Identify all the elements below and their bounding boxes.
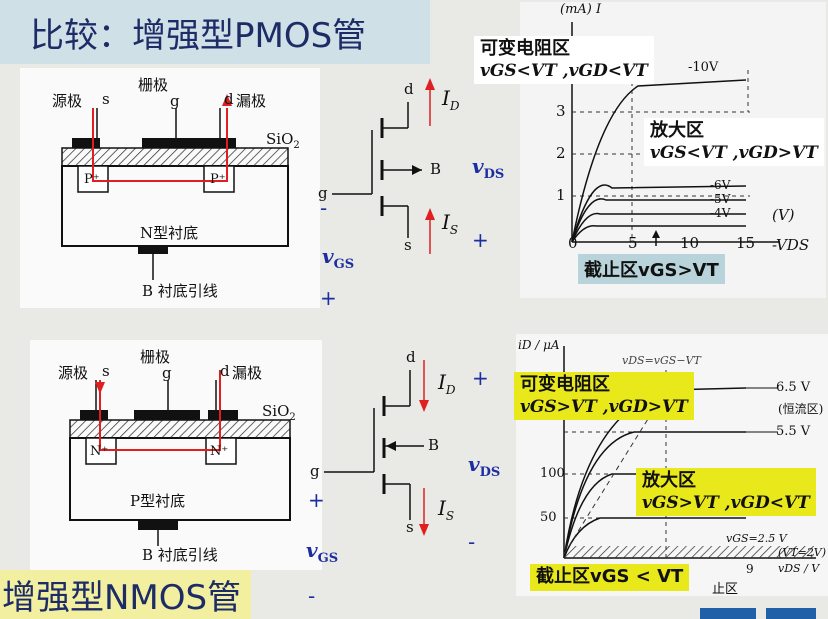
nmos-cut-tail: 止区 [712,582,739,597]
nmos-symbol: d g s B ID IS vDS vGS + + - - [300,340,520,608]
pmos-ytick-2: 2 [556,144,566,162]
nmos-ytick-50: 50 [540,510,557,525]
pmos-ytick-3: 3 [556,102,566,120]
nmos-is-label: IS [438,496,455,523]
pmos-p-plus-left: P⁺ [84,172,100,187]
pmos-xtick-5: 5 [628,234,638,252]
prev-slide-button[interactable] [700,608,756,619]
nmos-xtick-9: 9 [746,562,754,576]
pmos-sym-d: d [404,80,414,98]
pmos-plus-bottom: + [320,286,337,310]
pmos-curve-4v: -4V [710,206,731,220]
pmos-vds-label: vDS [472,154,505,182]
title-banner [0,0,430,64]
nmos-curve-2-5v: vGS=2.5 V [726,532,787,545]
pmos-axis-y: (mA) I [560,2,602,17]
pmos-sio2-label: SiO2 [266,130,300,151]
nmos-sym-g: g [310,462,320,480]
pmos-g-label: g [170,92,180,110]
pmos-amplify-region: 放大区 vGS<VT ,vGD>VT [644,118,824,166]
nmos-lead-label: B 衬底引线 [142,546,218,564]
nmos-curve-6-5v: 6.5 V [776,380,811,395]
pmos-axis-x: -VDS [772,236,810,254]
nmos-structure-svg [69,370,291,546]
pmos-vgs-label: vGS [322,244,355,272]
pmos-xtick-0: 0 [568,234,578,252]
nmos-drain-label: 漏极 [232,364,263,382]
next-slide-button[interactable] [766,608,816,619]
nmos-substrate-label: P型衬底 [130,492,186,510]
pmos-s-label: s [102,90,110,108]
nmos-minus-s: - [468,530,476,554]
pmos-source-label: 源极 [52,92,83,110]
nmos-n-plus-left: N⁺ [90,444,109,459]
nmos-amplify-region: 放大区 vGS>VT ,vGD<VT [636,468,816,516]
pmos-curve-6v: -6V [710,178,731,192]
pmos-minus-g: - [320,196,328,220]
nmos-structure-panel: 栅极 g 源极 s d 漏极 SiO2 N⁺ N⁺ P型衬底 B 衬底引线 [30,340,322,570]
pmos-curve-10v: -10V [688,60,719,75]
nmos-sym-s: s [406,518,414,536]
pmos-drain-label: 漏极 [236,92,267,110]
nmos-d-label: d [220,362,230,380]
pmos-sym-b: B [430,160,442,178]
pmos-ytick-1: 1 [556,186,566,204]
nmos-plus-g: + [308,488,325,512]
nmos-title: 增强型NMOS管 [0,570,252,619]
nmos-n-plus-right: N⁺ [210,444,229,459]
pmos-variable-region: 可变电阻区 vGS<VT ,vGD<VT [474,36,654,84]
pmos-structure-svg [61,94,289,280]
pmos-cutoff-region: 截止区vGS>VT [578,254,725,284]
nmos-const-region: (恒流区) [778,402,824,416]
nmos-sio2-label: SiO2 [262,402,296,423]
pmos-xtick-10: 10 [680,234,700,252]
pmos-symbol-svg [332,78,435,254]
pmos-lead-label: B 衬底引线 [142,282,218,300]
nmos-minus-bottom: - [308,584,316,608]
nmos-sym-b: B [428,436,440,454]
nmos-plus-d: + [472,366,489,390]
pmos-substrate-label: N型衬底 [140,224,199,242]
nmos-axis-y: iD / μA [518,338,560,352]
pmos-plus-s: + [472,228,489,252]
nmos-sym-d: d [406,348,416,366]
pmos-curve-5v: -5V [710,192,731,206]
nmos-variable-region: 可变电阻区 vGS>VT ,vGD>VT [514,372,694,420]
nmos-vgs-label: vGS [306,538,339,566]
nmos-vds-label: vDS [468,452,501,480]
nmos-vds-eq: vDS=vGS−VT [622,354,701,367]
nmos-cutoff-region: 截止区vGS < VT [530,564,690,591]
nmos-s-label: s [102,362,110,380]
pmos-sym-s: s [404,236,412,254]
nmos-curve-5-5v: 5.5 V [776,424,811,439]
nmos-axis-x: vDS / V [778,562,820,575]
pmos-p-plus-right: P⁺ [210,172,226,187]
pmos-axis-x-unit: (V) [772,206,795,224]
nmos-id-label: ID [438,370,456,397]
pmos-sym-g: g [318,184,328,202]
page-title: 比较：增强型PMOS管 [30,16,367,56]
pmos-xtick-15: 15 [736,234,756,252]
pmos-is-label: IS [442,210,459,237]
nmos-g-label: g [162,364,172,382]
nmos-symbol-svg [324,360,429,536]
nmos-gate-label: 栅极 [140,348,171,366]
nmos-source-label: 源极 [58,364,89,382]
pmos-gate-label: 栅极 [138,76,169,94]
pmos-symbol: d g s B ID IS vDS vGS - + + [312,72,522,312]
nmos-ytick-100: 100 [540,466,565,481]
nmos-vt-label: (VT=2V) [778,546,827,559]
pmos-id-label: ID [442,86,460,113]
pmos-structure-panel: 栅极 g 源极 s d 漏极 SiO2 P⁺ P⁺ N型衬底 B 衬底引线 [20,68,320,308]
pmos-d-label: d [224,90,234,108]
